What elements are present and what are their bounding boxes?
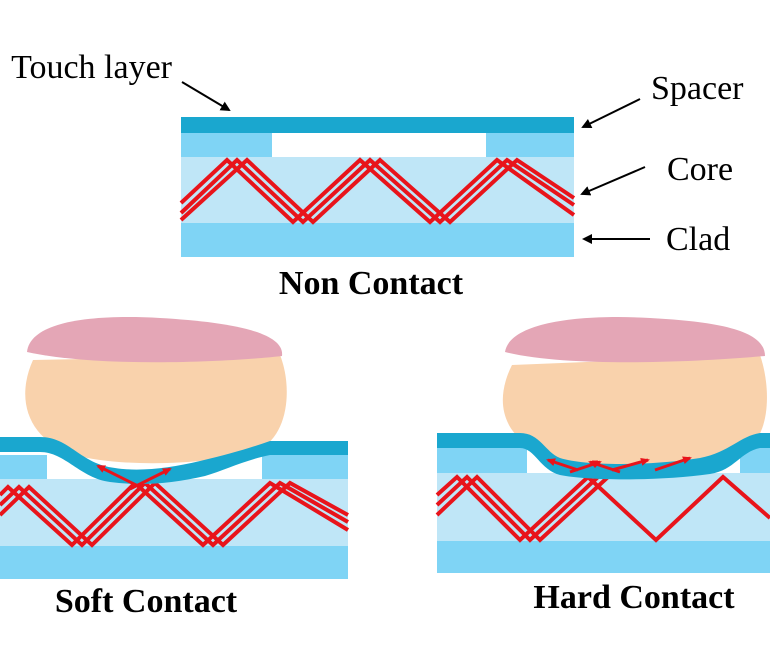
soft-contact-scattered-light	[96, 464, 172, 491]
soft-contact-finger-tissue	[25, 355, 287, 464]
soft-contact-touch-layer	[0, 437, 348, 484]
hard-contact-fingernail	[505, 317, 765, 363]
hard-contact-clad-layer	[437, 540, 770, 573]
hard-contact-caption: Hard Contact	[533, 579, 735, 616]
scatter-arrow	[546, 458, 579, 472]
non-contact-panel	[179, 117, 576, 257]
non-contact-clad-layer	[181, 222, 574, 257]
non-contact-touch-layer	[181, 117, 574, 133]
scatter-arrow	[611, 458, 650, 472]
light-ray	[435, 474, 600, 543]
soft-contact-spacer-left	[0, 455, 47, 479]
soft-contact-fingernail	[27, 317, 283, 363]
hard-contact-panel	[435, 317, 770, 573]
clad-label: Clad	[666, 221, 730, 258]
soft-contact-core-layer	[0, 479, 348, 546]
scatter-arrow	[129, 467, 172, 491]
light-ray	[179, 157, 576, 225]
light-ray	[179, 157, 576, 225]
core-label: Core	[667, 151, 733, 188]
spacer-arrow	[581, 98, 641, 128]
non-contact-caption: Non Contact	[279, 265, 464, 302]
hard-contact-scattered-light	[546, 456, 692, 474]
hard-contact-finger-tissue	[502, 355, 767, 467]
scatter-arrow	[96, 464, 139, 488]
non-contact-light-rays	[179, 157, 576, 225]
non-contact-spacer-left	[181, 133, 272, 157]
light-ray	[435, 474, 610, 543]
soft-contact-caption: Soft Contact	[55, 583, 238, 620]
non-contact-air-gap	[272, 133, 486, 157]
soft-contact-panel	[0, 317, 350, 579]
hard-contact-touch-layer	[437, 433, 770, 480]
soft-contact-clad-layer	[0, 545, 348, 579]
non-contact-spacer-right	[486, 133, 574, 157]
spacer-label: Spacer	[651, 70, 744, 107]
touch-layer-arrow	[181, 81, 231, 112]
light-ray	[179, 157, 576, 225]
core-arrow	[580, 166, 646, 196]
touch-layer-label: Touch layer	[11, 49, 173, 86]
soft-contact-spacer-right	[262, 455, 348, 479]
scatter-arrow	[654, 456, 692, 472]
hard-contact-spacer-left	[437, 448, 527, 473]
